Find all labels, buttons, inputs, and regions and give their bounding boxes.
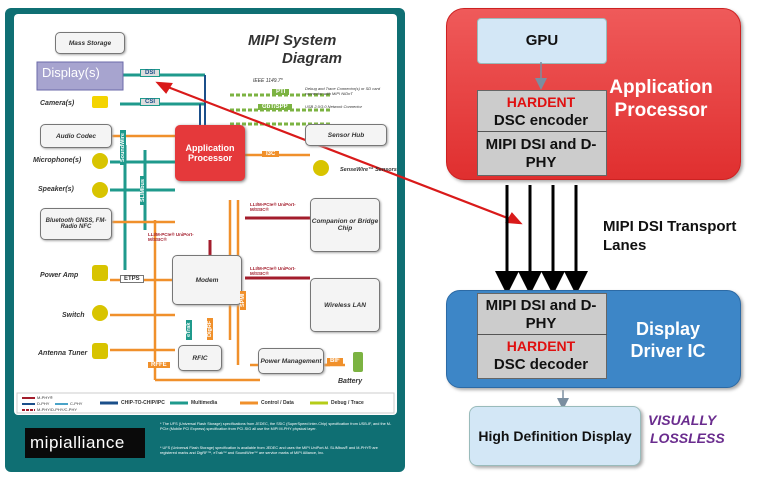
ieee-label: IEEE 1149.7* <box>253 78 283 84</box>
gbt-interface: GbT/SPP <box>258 104 292 110</box>
transport-lanes-label: MIPI DSI Transport Lanes <box>603 218 737 254</box>
displays-label: Display(s) <box>42 65 100 80</box>
microphone-icon <box>92 153 108 169</box>
pti-interface: PTI <box>272 89 290 95</box>
power-amp-label: Power Amp <box>40 272 79 279</box>
switch-icon <box>92 305 108 321</box>
companion-chip-block: Companion or Bridge Chip <box>310 198 380 252</box>
camera-icon <box>92 96 108 108</box>
rfic-block: RFIC <box>178 345 222 371</box>
decoder-divider <box>477 334 607 335</box>
bif-interface: BIF <box>327 358 343 364</box>
legend-control: Control / Data <box>261 400 294 406</box>
legend-multimedia: Multimedia <box>191 400 218 406</box>
legend-cphy: C-PHY <box>70 401 83 406</box>
hardent-encoder-label: HARDENT <box>506 94 576 110</box>
mass-storage-block: Mass Storage <box>55 32 125 54</box>
battery-label: Battery <box>338 378 363 385</box>
modem-block: Modem <box>172 255 242 305</box>
cameras-label: Camera(s) <box>40 100 75 107</box>
i3c-interface: I3C <box>262 151 280 157</box>
dsc-encoder-label: DSC encoder <box>493 112 589 129</box>
llim-label-1: LLI/M-PCIe® UniPort-M/SSIC® <box>250 202 296 212</box>
mipi-dsi-tx-label: MIPI DSI and D-PHY <box>485 136 597 171</box>
csi-interface: CSI <box>140 98 161 106</box>
audio-codec-block: Audio Codec <box>40 124 112 148</box>
sensewire-label: SenseWire™ Sensors <box>340 167 397 173</box>
rffe-interface: RFFE <box>148 362 170 368</box>
legend-mphy-dphy: M-PHY/D-PHY/C-PHY <box>37 407 78 412</box>
legend-mphy: M-PHY® <box>37 395 53 400</box>
debug-note: Debug and Trace Connector(s) or SD card … <box>305 86 381 96</box>
llim-label-3: LLI/M-PCIe® UniPort-M/SSIC® <box>250 266 296 276</box>
etps-interface: ETPS <box>120 275 144 283</box>
displays-box <box>36 61 124 91</box>
legend-chip: CHIP-TO-CHIP/IPC <box>121 400 165 406</box>
footnote-2: * UFS (Universal Flash Storage) specific… <box>160 446 378 455</box>
wireless-lan-block: Wireless LAN <box>310 278 380 332</box>
speakers-label: Speaker(s) <box>38 186 74 193</box>
speaker-icon <box>92 182 108 198</box>
display-driver-label: Display Driver IC <box>630 319 706 361</box>
gpu-block: GPU <box>477 18 607 64</box>
poster-application-processor: Application Processor <box>175 125 245 181</box>
bluetooth-block: Bluetooth GNSS, FM-Radio NFC <box>40 208 112 240</box>
dsc-decoder-label: DSC decoder <box>493 356 589 373</box>
power-management-block: Power Management <box>258 348 324 374</box>
antenna-tuner-icon <box>92 343 108 359</box>
sensor-icon <box>313 160 329 176</box>
hd-display-block: High Definition Display <box>469 406 641 466</box>
hardent-decoder-label: HARDENT <box>506 338 576 354</box>
encoder-divider <box>477 131 607 132</box>
legend-debug: Debug / Trace <box>331 400 364 406</box>
footnote-1: * The UFS (Universal Flash Storage) spec… <box>160 422 392 431</box>
sensor-hub-block: Sensor Hub <box>305 124 387 146</box>
power-amp-icon <box>92 265 108 281</box>
battery-icon <box>353 352 363 372</box>
lossless-label: LOSSLESS <box>650 430 725 446</box>
mipi-logo-bg <box>25 428 145 458</box>
visually-label: VISUALLY <box>648 412 717 428</box>
usb-note: USB 2.0/3.0 Network Connector <box>305 104 362 109</box>
decoder-stack <box>477 293 607 379</box>
switch-label: Switch <box>62 312 85 319</box>
legend-dphy: D-PHY <box>37 401 50 406</box>
poster-title-line2: Diagram <box>282 50 343 67</box>
mipi-dsi-rx-label: MIPI DSI and D-PHY <box>485 297 597 332</box>
application-processor-label: Application Processor <box>609 77 713 121</box>
dsi-interface: DSI <box>140 69 161 77</box>
antenna-tuner-label: Antenna Tuner <box>38 350 88 357</box>
llim-label-2: LLI/M-PCIe® UniPort-M/SSIC® <box>148 232 194 242</box>
mipi-alliance-logo: mipialliance <box>30 433 125 452</box>
microphones-label: Microphone(s) <box>33 157 82 164</box>
encoder-stack <box>477 90 607 176</box>
poster-title-line1: MIPI System <box>248 32 337 49</box>
